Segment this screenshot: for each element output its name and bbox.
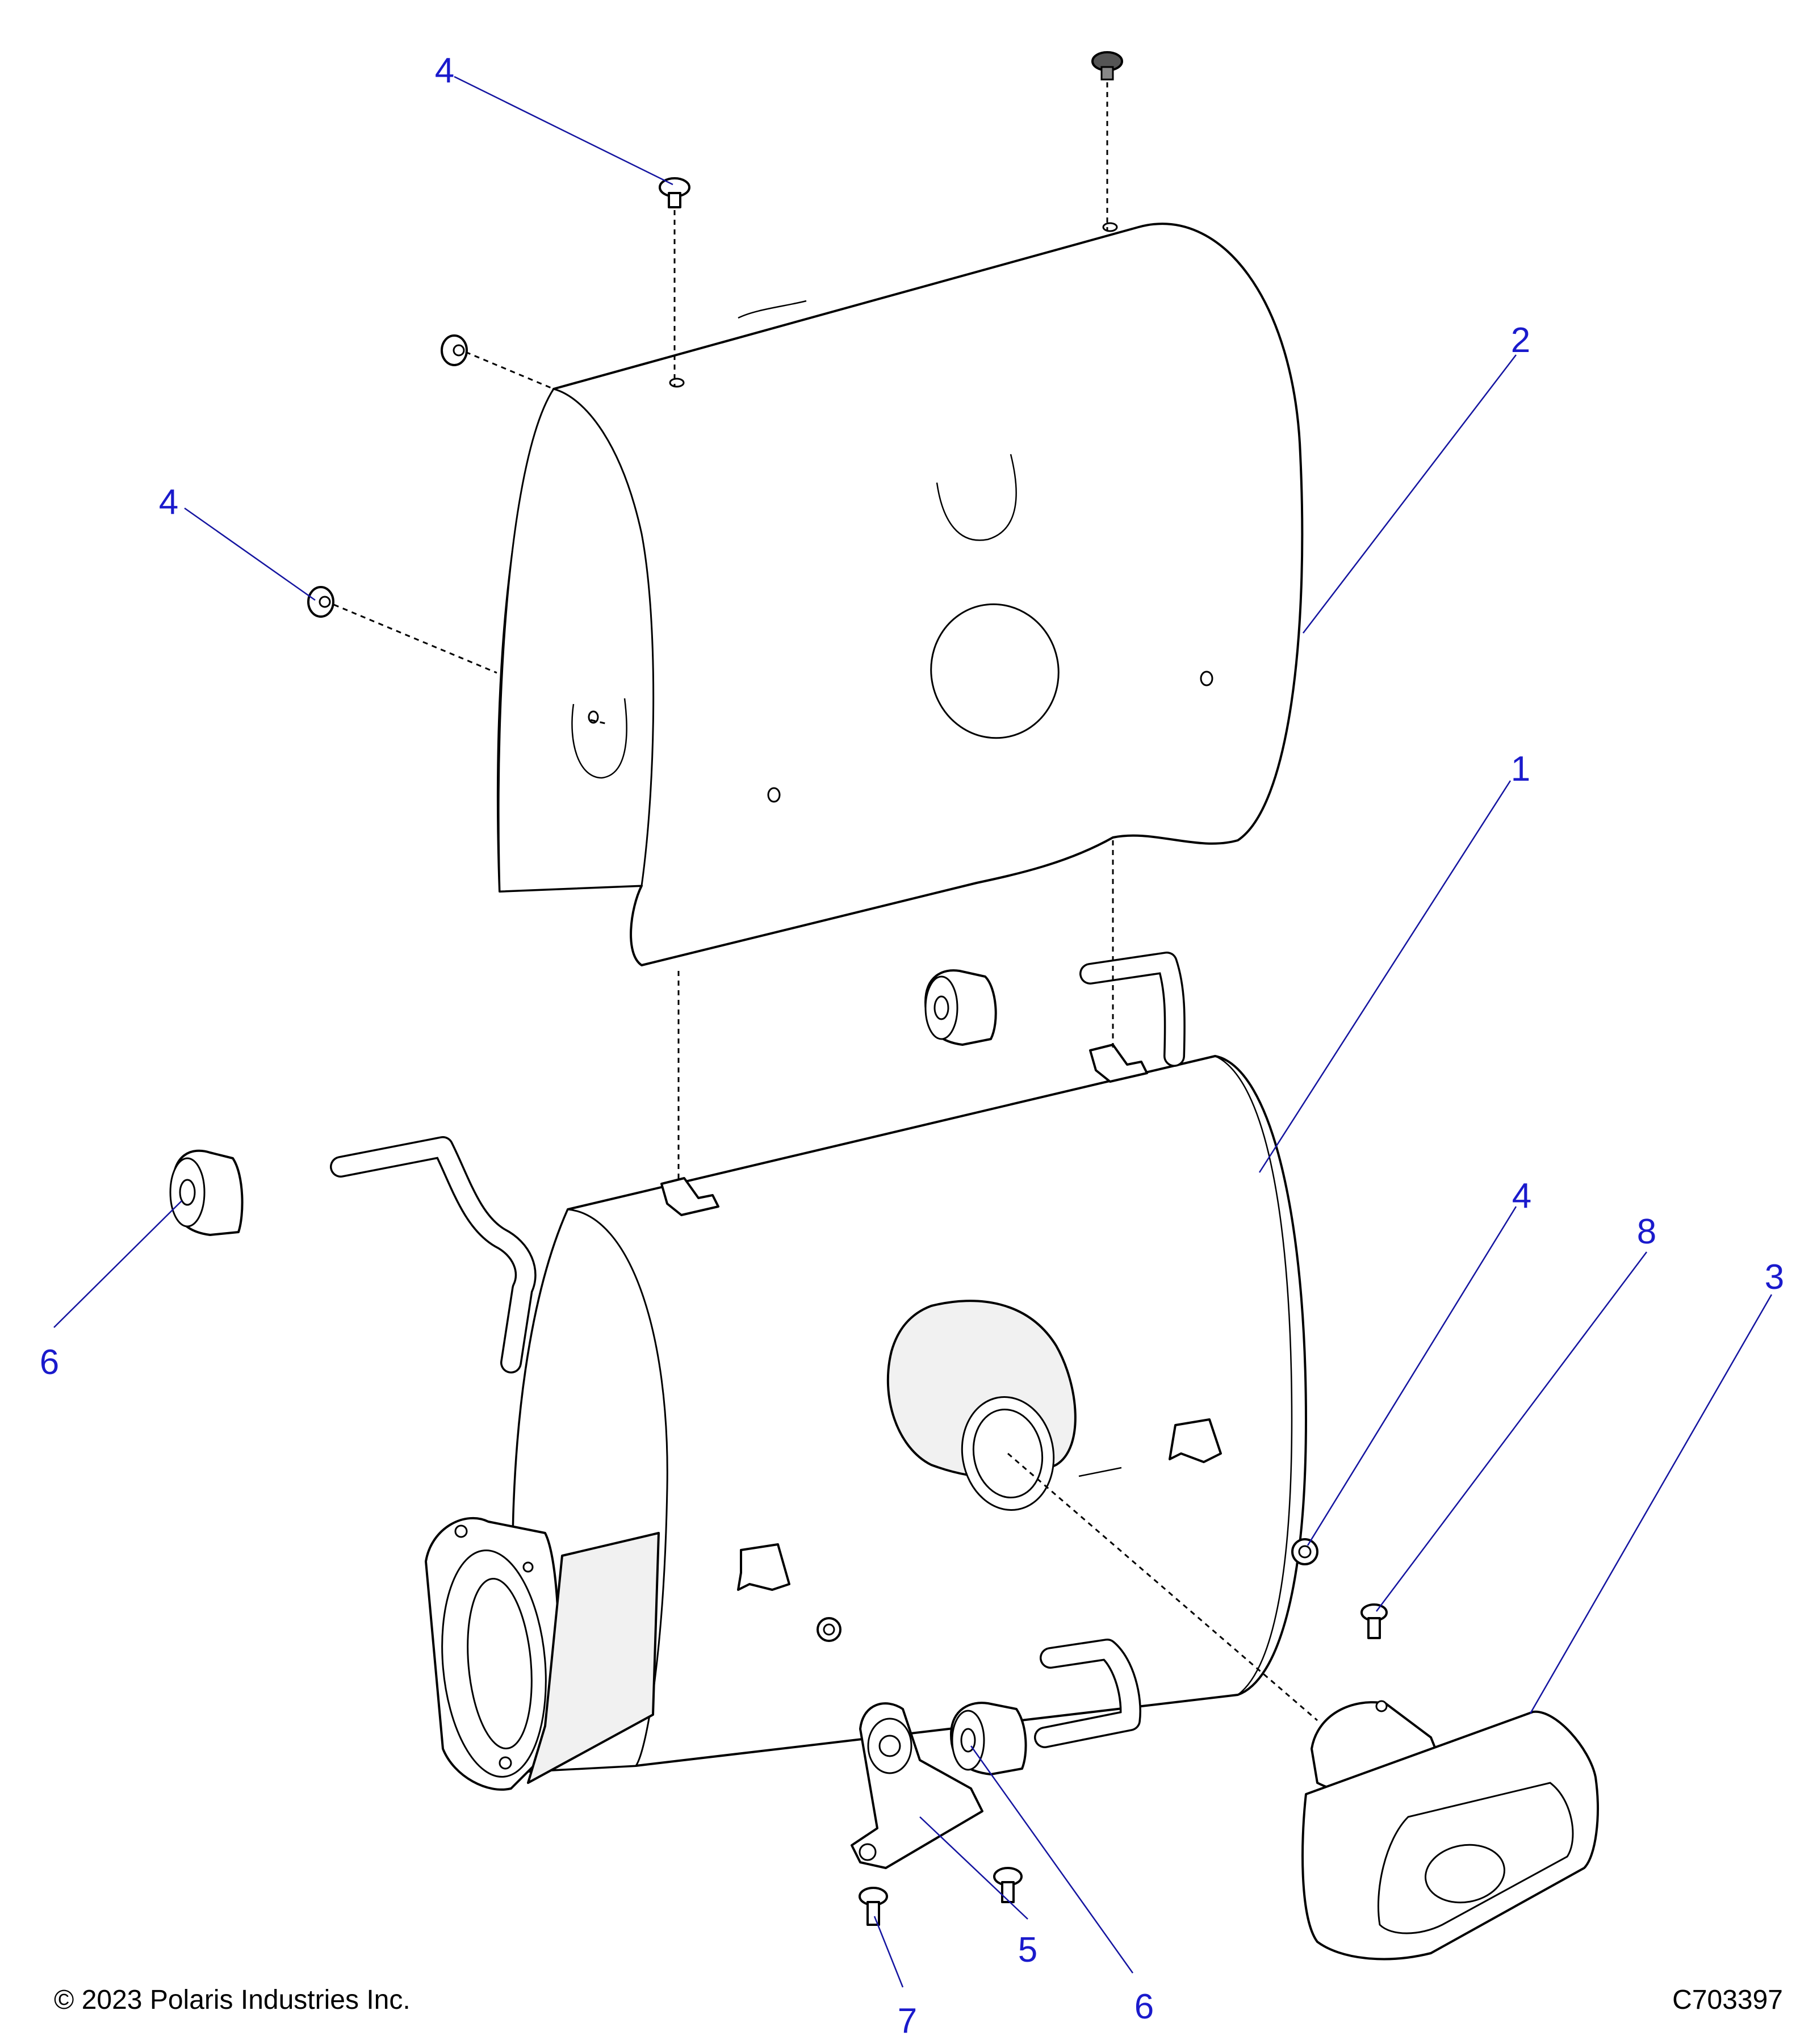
rubber-isolator-left bbox=[169, 1149, 244, 1236]
bolt-top-left bbox=[659, 177, 690, 208]
callout-2: 2 bbox=[1511, 321, 1530, 360]
nut-left bbox=[307, 586, 334, 618]
callout-6-left: 6 bbox=[40, 1343, 59, 1382]
tail-pipe-tip bbox=[1301, 1700, 1599, 1961]
callout-6-bottom: 6 bbox=[1134, 1987, 1154, 2026]
bolt-top-right bbox=[1091, 51, 1123, 81]
nut-top-left bbox=[441, 334, 468, 366]
callout-5: 5 bbox=[1018, 1930, 1037, 1970]
callout-7: 7 bbox=[898, 2001, 917, 2041]
rubber-isolator-bottom bbox=[950, 1702, 1027, 1775]
assembly-lines bbox=[333, 82, 1318, 1722]
heat-shield bbox=[496, 222, 1304, 966]
nut-right bbox=[1291, 1538, 1318, 1565]
rubber-isolator-top bbox=[924, 969, 997, 1046]
callout-3: 3 bbox=[1765, 1258, 1784, 1297]
muffler bbox=[330, 952, 1307, 1791]
callout-4-left: 4 bbox=[159, 483, 178, 522]
diagram-code: C703397 bbox=[1672, 1985, 1783, 2015]
callout-1: 1 bbox=[1511, 749, 1530, 789]
callout-8: 8 bbox=[1637, 1212, 1656, 1251]
bolt-bracket-right bbox=[993, 1867, 1023, 1903]
callout-leaders bbox=[53, 76, 1773, 1988]
copyright-text: © 2023 Polaris Industries Inc. bbox=[54, 1985, 411, 2015]
callout-4-top: 4 bbox=[435, 51, 454, 90]
bolt-right bbox=[1360, 1603, 1388, 1639]
mounting-bracket bbox=[851, 1702, 983, 1869]
callout-4-right: 4 bbox=[1512, 1176, 1531, 1216]
bolt-bracket-left bbox=[859, 1887, 888, 1926]
